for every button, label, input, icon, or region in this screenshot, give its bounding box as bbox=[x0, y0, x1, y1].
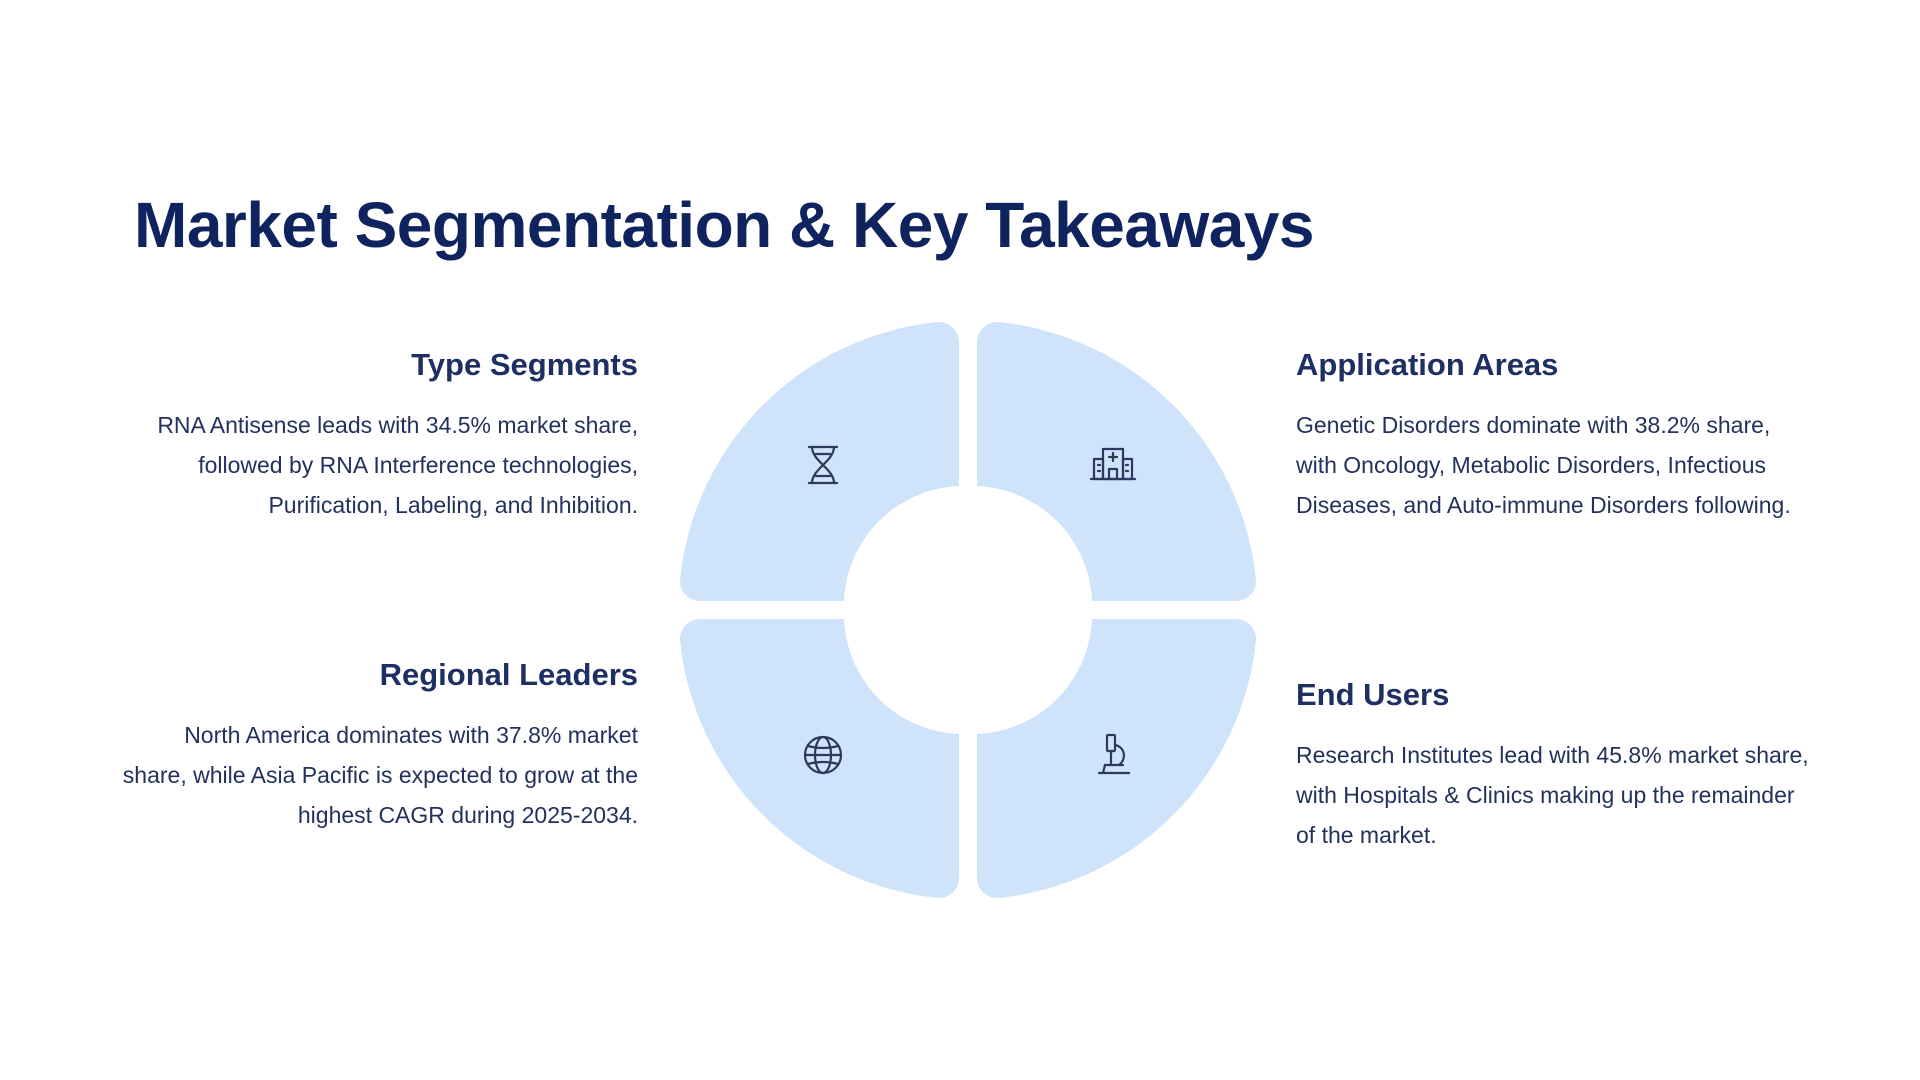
type-segments-heading: Type Segments bbox=[411, 347, 638, 382]
page-title: Market Segmentation & Key Takeaways bbox=[134, 189, 1315, 261]
segment-ring-svg bbox=[679, 321, 1257, 899]
end-users-text: Research Institutes lead with 45.8% mark… bbox=[1296, 742, 1809, 849]
regional-leaders-text: North America dominates with 37.8% marke… bbox=[122, 722, 638, 829]
application-areas-heading: Application Areas bbox=[1296, 347, 1559, 382]
application-areas-block: Application Areas Genetic Disorders domi… bbox=[1296, 346, 1816, 525]
end-users-block: End Users Research Institutes lead with … bbox=[1296, 676, 1816, 855]
dna-icon bbox=[807, 445, 839, 485]
segment-end-users bbox=[977, 619, 1257, 899]
regional-leaders-block: Regional Leaders North America dominates… bbox=[118, 656, 638, 835]
end-users-heading: End Users bbox=[1296, 677, 1450, 712]
type-segments-text: RNA Antisense leads with 34.5% market sh… bbox=[157, 412, 638, 519]
application-areas-text: Genetic Disorders dominate with 38.2% sh… bbox=[1296, 412, 1791, 519]
microscope-icon bbox=[1097, 733, 1131, 775]
type-segments-block: Type Segments RNA Antisense leads with 3… bbox=[118, 346, 638, 525]
segment-regional bbox=[679, 619, 960, 899]
hospital-icon bbox=[1089, 447, 1137, 481]
segment-application bbox=[977, 321, 1257, 602]
segment-ring-diagram bbox=[676, 318, 1260, 902]
globe-icon bbox=[803, 735, 843, 775]
regional-leaders-heading: Regional Leaders bbox=[379, 657, 638, 692]
